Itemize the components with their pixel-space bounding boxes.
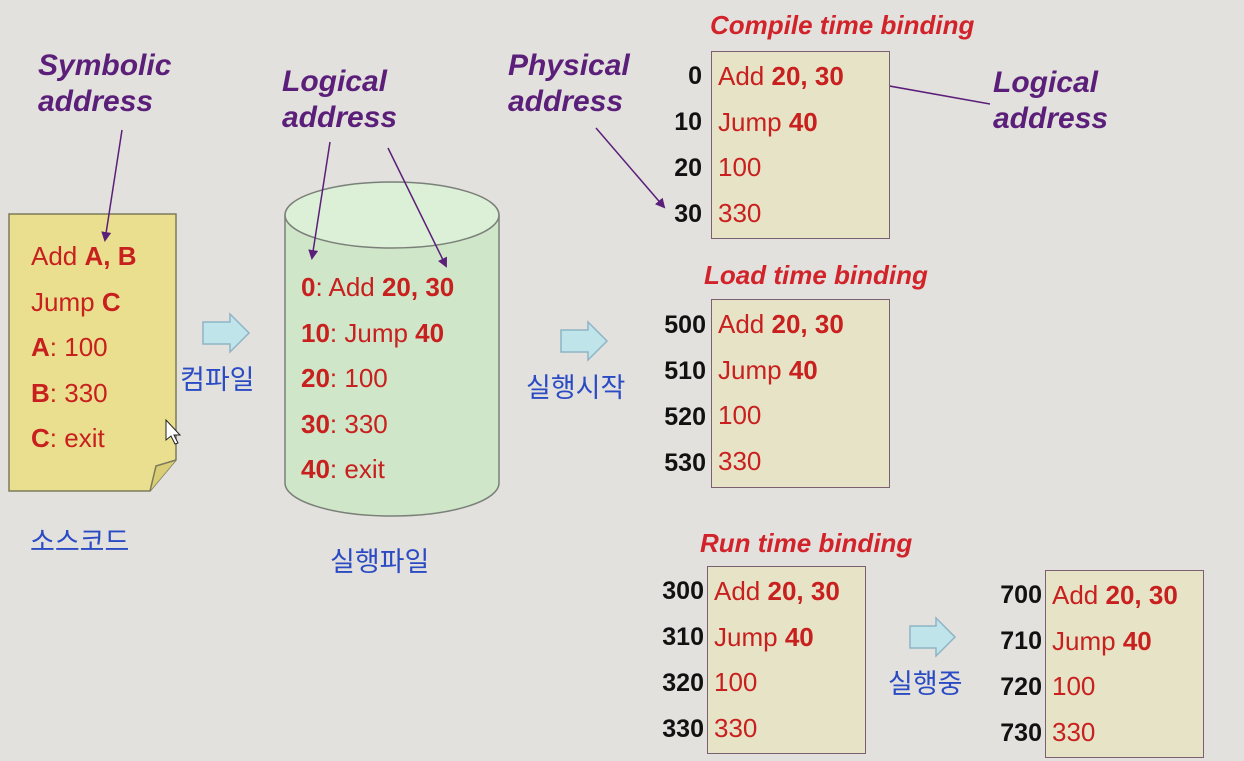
logical-address-mid-line2: address (282, 101, 398, 134)
compile-memory-box: Add 20, 30 Jump 40 100 330 (711, 51, 890, 239)
memory-row: 330 (718, 198, 762, 228)
source-code-lines: Add A, B Jump C A: 100 B: 330 C: exit (31, 233, 171, 463)
logical-address-label-right: Logical address (993, 65, 1108, 137)
memory-row: 330 (714, 713, 758, 743)
compile-binding-title: Compile time binding (710, 10, 975, 40)
address-label: 330 (662, 715, 704, 743)
mouse-cursor-icon (165, 418, 182, 445)
memory-row: 330 (718, 446, 762, 476)
compile-addresses: 0 10 20 30 (650, 53, 702, 237)
memory-row: 330 (1052, 717, 1096, 747)
run-addresses: 300 310 320 330 (644, 568, 704, 752)
load-binding-title: Load time binding (704, 260, 928, 290)
run-memory-box-before: Add 20, 30 Jump 40 100 330 (707, 566, 866, 754)
executable-line: 0: Add 20, 30 (301, 272, 455, 302)
executable-cylinder-body (284, 215, 500, 517)
physical-pointer (595, 127, 666, 209)
source-line: A: 100 (31, 332, 108, 362)
memory-row: 100 (1052, 671, 1096, 701)
symbolic-address-label: Symbolic address (38, 48, 171, 120)
start-label: 실행시작 (526, 373, 626, 403)
address-label: 500 (664, 311, 706, 339)
address-label: 30 (674, 200, 702, 228)
source-code-title: 소스코드 (30, 527, 130, 557)
memory-row: Jump 40 (718, 355, 818, 385)
address-label: 700 (1000, 581, 1042, 609)
logical-address-right-line2: address (993, 102, 1109, 135)
memory-row: Add 20, 30 (718, 309, 844, 339)
symbolic-pointer (101, 129, 123, 242)
physical-address-line1: Physical (508, 49, 630, 82)
running-arrow (909, 616, 957, 658)
logical-pointer-left (308, 141, 331, 260)
executable-line: 10: Jump 40 (301, 318, 445, 348)
logical-address-right-line1: Logical (993, 66, 1099, 99)
executable-line: 30: 330 (301, 409, 388, 439)
executable-line: 20: 100 (301, 363, 388, 393)
source-line: Add A, B (31, 241, 137, 271)
executable-cylinder-top (284, 181, 500, 249)
source-line: Jump C (31, 287, 121, 317)
note-fold (149, 459, 177, 492)
memory-row: Jump 40 (1052, 626, 1152, 656)
load-memory-box: Add 20, 30 Jump 40 100 330 (711, 299, 890, 488)
address-label: 10 (674, 108, 702, 136)
load-addresses: 500 510 520 530 (646, 302, 706, 486)
executable-lines: 0: Add 20, 30 10: Jump 40 20: 100 30: 33… (301, 264, 491, 494)
symbolic-address-line1: Symbolic (38, 49, 172, 82)
symbolic-address-line2: address (38, 85, 154, 118)
running-label: 실행중 (888, 669, 963, 699)
address-label: 530 (664, 449, 706, 477)
memory-row: Add 20, 30 (718, 61, 844, 91)
logical-pointer-right (387, 147, 447, 268)
physical-address-label: Physical address (508, 48, 630, 120)
compile-arrow (202, 312, 251, 354)
source-line: B: 330 (31, 378, 108, 408)
memory-row: Add 20, 30 (1052, 580, 1178, 610)
address-label: 0 (688, 62, 702, 90)
address-label: 710 (1000, 627, 1042, 655)
compile-label: 컴파일 (180, 365, 255, 395)
address-label: 310 (662, 623, 704, 651)
address-label: 300 (662, 577, 704, 605)
address-label: 520 (664, 403, 706, 431)
executable-title: 실행파일 (330, 547, 430, 577)
run-addresses-after: 700 710 720 730 (982, 572, 1042, 756)
run-memory-box-after: Add 20, 30 Jump 40 100 330 (1045, 570, 1204, 758)
address-label: 20 (674, 154, 702, 182)
start-arrow (560, 320, 609, 362)
address-label: 720 (1000, 673, 1042, 701)
memory-row: Add 20, 30 (714, 576, 840, 606)
memory-row: 100 (718, 152, 762, 182)
address-label: 320 (662, 669, 704, 697)
memory-row: Jump 40 (714, 622, 814, 652)
memory-row: 100 (714, 667, 758, 697)
run-binding-title: Run time binding (700, 528, 913, 558)
source-line: C: exit (31, 423, 105, 453)
memory-row: 100 (718, 400, 762, 430)
memory-row: Jump 40 (718, 107, 818, 137)
address-label: 730 (1000, 719, 1042, 747)
executable-line: 40: exit (301, 454, 385, 484)
logical-address-mid-line1: Logical (282, 65, 388, 98)
logical-address-label-mid: Logical address (282, 64, 397, 136)
address-label: 510 (664, 357, 706, 385)
physical-address-line2: address (508, 85, 624, 118)
